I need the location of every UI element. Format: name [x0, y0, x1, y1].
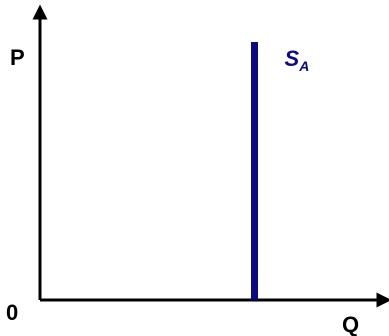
y-axis-label: P	[10, 45, 25, 70]
origin-label: 0	[6, 300, 18, 325]
supply-curve-label-main: S	[285, 46, 300, 71]
series-layer: SA	[251, 42, 310, 300]
x-axis-label: Q	[342, 312, 359, 336]
supply-curve-label: SA	[285, 46, 310, 74]
supply-curve-label-sub: A	[298, 58, 309, 74]
